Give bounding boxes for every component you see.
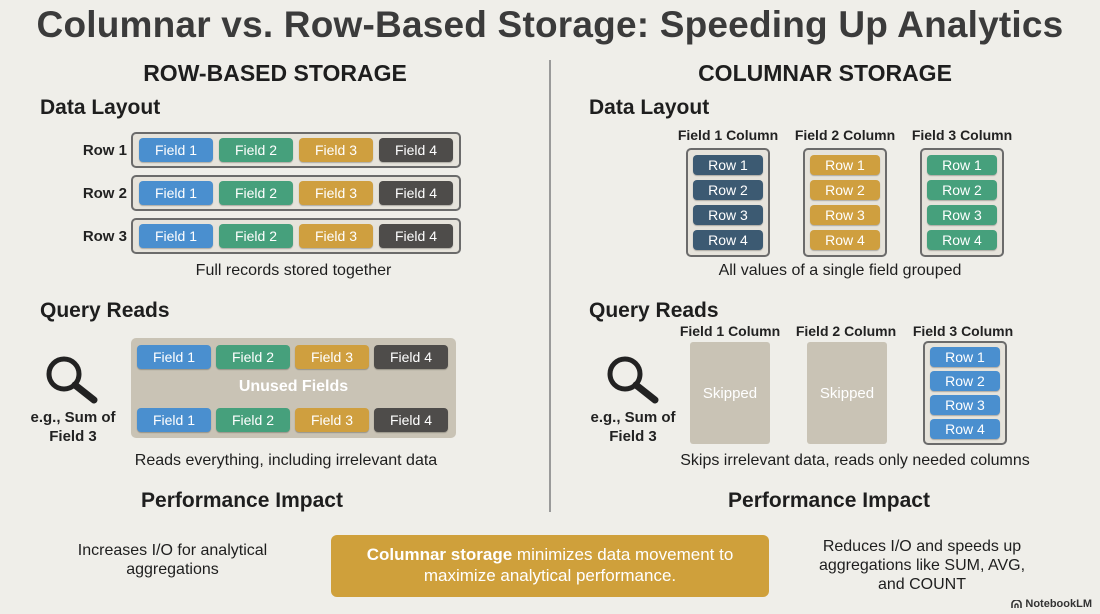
row-chip: Row 3	[810, 205, 880, 225]
columnar-storage-heading: COLUMNAR STORAGE	[698, 60, 952, 86]
center-divider	[549, 60, 551, 512]
summary-banner: Columnar storage minimizes data movement…	[331, 535, 769, 597]
field-chip: Field 1	[139, 138, 213, 162]
row-query-block: Field 1 Field 2 Field 3 Field 4 Unused F…	[131, 338, 456, 438]
field-chip: Field 4	[374, 345, 448, 369]
row-record: Field 1 Field 2 Field 3 Field 4	[131, 175, 461, 211]
row-chip: Row 2	[927, 180, 997, 200]
row-chip: Row 2	[930, 371, 1000, 391]
field-chip: Field 3	[299, 181, 373, 205]
field-chip: Field 4	[379, 181, 453, 205]
brand-label: NotebookLM	[1025, 598, 1092, 610]
notebooklm-logo-icon	[1011, 599, 1023, 608]
field-chip: Field 1	[137, 345, 211, 369]
brand-watermark: NotebookLM	[1011, 598, 1092, 610]
row-query-heading: Query Reads	[40, 299, 170, 322]
field-chip: Field 3	[295, 408, 369, 432]
field-chip: Field 2	[216, 345, 290, 369]
row-chip: Row 4	[810, 230, 880, 250]
page-title: Columnar vs. Row-Based Storage: Speeding…	[36, 4, 1064, 45]
row-chip: Row 2	[693, 180, 763, 200]
field-chip: Field 3	[295, 345, 369, 369]
columnar-layout-caption: All values of a single field grouped	[718, 262, 962, 279]
row-query-example: e.g., Sum of Field 3	[30, 409, 116, 445]
query-row: Field 1 Field 2 Field 3 Field 4	[137, 408, 448, 432]
column-header: Field 2 Column	[794, 127, 896, 143]
query-row: Field 1 Field 2 Field 3 Field 4	[137, 345, 448, 369]
row-storage-heading: ROW-BASED STORAGE	[143, 60, 407, 86]
row-chip: Row 3	[693, 205, 763, 225]
field-chip: Field 1	[137, 408, 211, 432]
row-chip: Row 4	[930, 419, 1000, 439]
row-chip: Row 4	[693, 230, 763, 250]
row-layout-caption: Full records stored together	[195, 262, 392, 279]
field-chip: Field 3	[299, 224, 373, 248]
row-chip: Row 1	[693, 155, 763, 175]
field-chip: Field 3	[299, 138, 373, 162]
row-performance-heading: Performance Impact	[141, 489, 343, 512]
row-chip: Row 1	[927, 155, 997, 175]
columnar-performance-text: Reduces I/O and speeds up aggregations l…	[818, 538, 1026, 593]
row-layout-heading: Data Layout	[40, 96, 161, 119]
row-chip: Row 2	[810, 180, 880, 200]
row-performance-text: Increases I/O for analytical aggregation…	[77, 542, 268, 578]
row-label: Row 2	[82, 185, 127, 202]
columnar-layout-heading: Data Layout	[589, 96, 710, 119]
field-chip: Field 2	[219, 138, 293, 162]
field-chip: Field 4	[379, 224, 453, 248]
column-header: Field 3 Column	[912, 323, 1014, 339]
row-record: Field 1 Field 2 Field 3 Field 4	[131, 218, 461, 254]
field-chip: Field 2	[216, 408, 290, 432]
row-chip: Row 4	[927, 230, 997, 250]
row-chip: Row 3	[930, 395, 1000, 415]
columnar-query-example: e.g., Sum of Field 3	[590, 409, 676, 445]
column-block: Row 1 Row 2 Row 3 Row 4	[920, 148, 1004, 257]
magnifier-icon	[605, 354, 663, 409]
column-header: Field 3 Column	[911, 127, 1013, 143]
column-block: Row 1 Row 2 Row 3 Row 4	[686, 148, 770, 257]
row-record: Field 1 Field 2 Field 3 Field 4	[131, 132, 461, 168]
read-column-block: Row 1 Row 2 Row 3 Row 4	[923, 341, 1007, 445]
magnifier-icon	[44, 354, 102, 409]
row-label: Row 1	[82, 142, 127, 159]
row-chip: Row 3	[927, 205, 997, 225]
banner-bold-text: Columnar storage	[366, 545, 513, 564]
field-chip: Field 1	[139, 224, 213, 248]
column-header: Field 2 Column	[795, 323, 897, 339]
row-chip: Row 1	[810, 155, 880, 175]
row-chip: Row 1	[930, 347, 1000, 367]
unused-fields-label: Unused Fields	[238, 378, 349, 395]
field-chip: Field 4	[379, 138, 453, 162]
row-label: Row 3	[82, 228, 127, 245]
columnar-query-caption: Skips irrelevant data, reads only needed…	[680, 452, 1030, 469]
field-chip: Field 4	[374, 408, 448, 432]
field-chip: Field 1	[139, 181, 213, 205]
field-chip: Field 2	[219, 224, 293, 248]
columnar-performance-heading: Performance Impact	[728, 489, 930, 512]
column-header: Field 1 Column	[677, 127, 779, 143]
skipped-column: Skipped	[807, 342, 887, 444]
field-chip: Field 2	[219, 181, 293, 205]
banner-text: minimizes data movement to maximize anal…	[423, 545, 734, 585]
columnar-query-heading: Query Reads	[589, 299, 719, 322]
column-block: Row 1 Row 2 Row 3 Row 4	[803, 148, 887, 257]
column-header: Field 1 Column	[679, 323, 781, 339]
skipped-column: Skipped	[690, 342, 770, 444]
row-query-caption: Reads everything, including irrelevant d…	[134, 452, 438, 469]
